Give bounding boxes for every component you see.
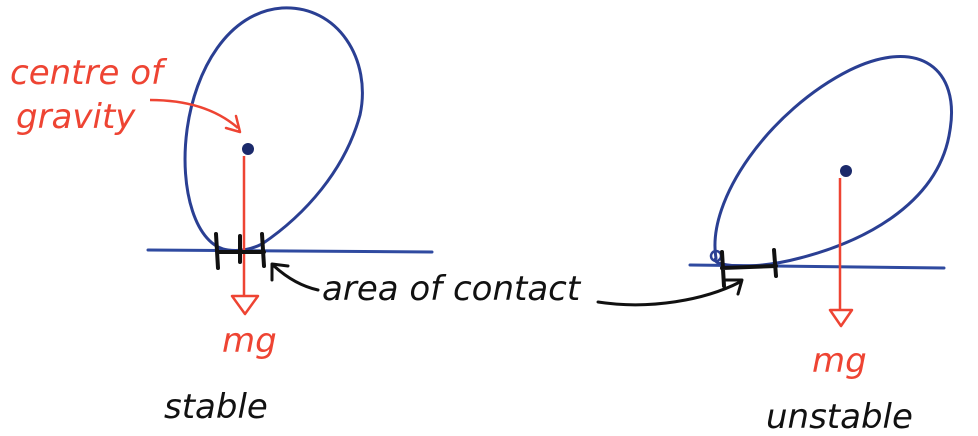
stable-caption: stable	[164, 387, 268, 427]
contact-area-bracket-unstable	[720, 248, 778, 288]
ground-line-left	[146, 248, 434, 254]
stable-figure: centre of gravity mg stable	[10, 6, 434, 427]
pointer-arrowhead-contact-left	[270, 262, 290, 282]
centre-of-gravity-dot-unstable	[840, 165, 852, 177]
unstable-figure: mg unstable	[688, 55, 953, 436]
pointer-arrowhead-contact-right	[724, 278, 744, 296]
centre-of-gravity-label-line2: gravity	[16, 97, 136, 137]
pointer-arrowhead-cog	[224, 114, 242, 134]
weight-arrowhead-unstable	[828, 308, 854, 328]
contact-area-bracket-stable	[214, 232, 266, 270]
weight-arrowhead-stable	[230, 294, 260, 316]
centre-of-gravity-label-line1: centre of	[10, 53, 168, 93]
area-of-contact-annotation: area of contact	[270, 262, 744, 309]
weight-label-stable: mg	[222, 321, 277, 361]
pointer-arrow-cog	[149, 98, 239, 129]
unstable-caption: unstable	[766, 397, 913, 436]
body-outline-stable	[183, 6, 364, 252]
weight-label-unstable: mg	[812, 341, 867, 381]
area-of-contact-label: area of contact	[322, 269, 582, 309]
body-outline-unstable	[713, 55, 953, 268]
centre-of-gravity-dot-stable	[242, 143, 254, 155]
pointer-arrow-contact-left	[272, 264, 320, 292]
pointer-arrow-contact-right	[596, 280, 742, 307]
